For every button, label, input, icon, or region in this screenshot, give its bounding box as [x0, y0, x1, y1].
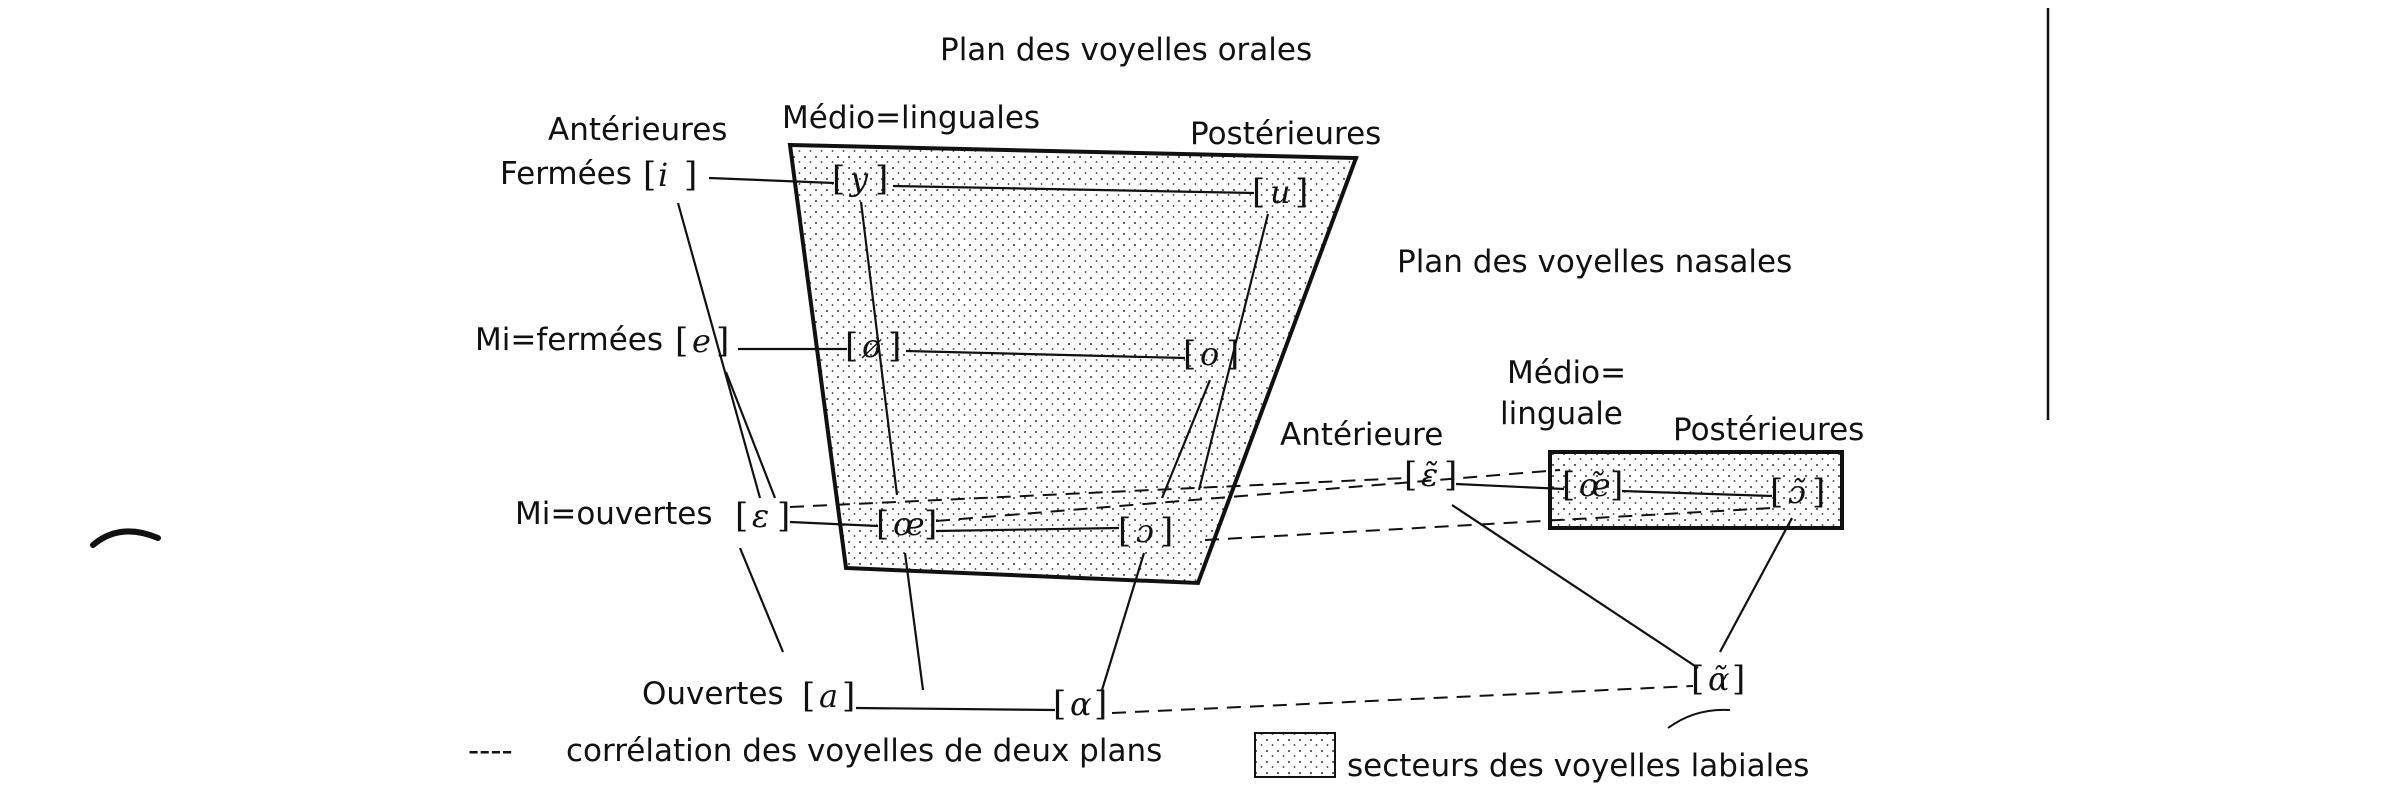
nasal-col-medio-line1: Médio= — [1507, 355, 1626, 391]
svg-text:ø: ø — [861, 327, 882, 365]
svg-text:]: ] — [777, 496, 790, 536]
row-midclosed: Mi=fermées — [475, 322, 663, 358]
svg-text:]: ] — [716, 321, 729, 361]
oral-solid-lines — [676, 176, 1270, 712]
svg-text:ε: ε — [752, 497, 769, 535]
svg-text:i: i — [658, 156, 668, 194]
vowel-a-nasal: [ ɑ̃ ] — [1691, 659, 1745, 699]
svg-text:[: [ — [1562, 465, 1575, 505]
vowel-oe-open: [ œ ] — [876, 504, 937, 544]
oral-col-posterior: Postérieures — [1190, 116, 1381, 152]
vowel-eps-nasal: [ ε̃ ] — [1404, 455, 1457, 495]
svg-text:a: a — [819, 677, 838, 715]
svg-text:]: ] — [1444, 455, 1457, 495]
title-oral: Plan des voyelles orales — [940, 32, 1312, 68]
vowel-open-o: [ ɔ ] — [1118, 511, 1173, 551]
nasal-col-anterior: Antérieure — [1280, 417, 1443, 453]
svg-text:[: [ — [643, 155, 656, 195]
oral-col-anterior: Antérieures — [548, 112, 727, 148]
vowel-eps: [ ε ] — [735, 496, 790, 536]
svg-text:]: ] — [1295, 172, 1308, 212]
svg-text:]: ] — [924, 504, 937, 544]
vowel-oe-nasal: [ œ̃ ] — [1562, 465, 1623, 505]
svg-text:[: [ — [735, 496, 748, 536]
nasal-labial-sector — [1548, 450, 1844, 530]
row-closed: Fermées — [500, 156, 632, 192]
svg-text:]: ] — [1732, 659, 1745, 699]
nasal-col-medio-line2: linguale — [1500, 396, 1623, 432]
svg-text:o: o — [1200, 335, 1219, 373]
vowel-u: [ u ] — [1252, 172, 1308, 212]
correlation-dashed-lines — [789, 469, 1773, 714]
vowel-i: [ i ] — [643, 155, 697, 195]
oral-col-medio: Médio=linguales — [782, 100, 1040, 136]
scan-mark-left — [90, 528, 161, 548]
svg-text:]: ] — [842, 676, 855, 716]
title-nasal: Plan des voyelles nasales — [1397, 244, 1792, 280]
svg-text:[: [ — [1183, 334, 1196, 374]
svg-text:]: ] — [1160, 511, 1173, 551]
svg-text:]: ] — [1610, 465, 1623, 505]
vowel-a-back: [ ɑ ] — [1053, 684, 1107, 724]
svg-text:[: [ — [1770, 472, 1783, 512]
svg-text:[: [ — [832, 159, 845, 199]
svg-text:u: u — [1270, 173, 1291, 211]
svg-text:]: ] — [684, 155, 697, 195]
row-open: Ouvertes — [642, 676, 784, 712]
legend-dash-symbol: ---- — [468, 733, 513, 769]
svg-text:]: ] — [1812, 472, 1825, 512]
svg-text:]: ] — [1094, 684, 1107, 724]
oral-labial-sector — [787, 142, 1359, 586]
svg-text:]: ] — [1226, 334, 1239, 374]
vowel-oe-closed: [ ø ] — [845, 326, 901, 366]
svg-text:]: ] — [888, 326, 901, 366]
svg-text:y: y — [848, 160, 869, 198]
svg-text:[: [ — [802, 676, 815, 716]
vowel-a-front: [ a ] — [802, 676, 855, 716]
svg-text:[: [ — [1118, 511, 1131, 551]
vowel-o-nasal: [ ɔ̃ ] — [1770, 472, 1825, 512]
svg-text:[: [ — [876, 504, 889, 544]
svg-text:ɔ̃: ɔ̃ — [1788, 473, 1806, 511]
svg-text:[: [ — [1404, 455, 1417, 495]
vowel-y: [ y ] — [832, 159, 888, 199]
row-midopen: Mi=ouvertes — [515, 496, 713, 532]
svg-text:e: e — [692, 322, 711, 360]
svg-text:ɑ: ɑ — [1070, 685, 1092, 723]
svg-text:ɑ̃: ɑ̃ — [1708, 660, 1730, 698]
legend-labial-text: secteurs des voyelles labiales — [1347, 748, 1809, 784]
svg-text:ɔ: ɔ — [1136, 512, 1154, 550]
vowel-e: [ e ] — [675, 321, 729, 361]
svg-text:ε̃: ε̃ — [1421, 456, 1438, 494]
svg-text:[: [ — [845, 326, 858, 366]
svg-text:[: [ — [1053, 684, 1066, 724]
vowel-o: [ o ] — [1183, 334, 1239, 374]
nasal-solid-lines — [1451, 482, 1793, 669]
svg-text:[: [ — [675, 321, 688, 361]
svg-text:[: [ — [1691, 659, 1704, 699]
legend-correlation-text: corrélation des voyelles de deux plans — [566, 733, 1162, 769]
svg-text:]: ] — [875, 159, 888, 199]
svg-text:œ̃: œ̃ — [1579, 466, 1611, 504]
scan-mark-oval — [1667, 708, 1731, 729]
svg-text:œ: œ — [893, 505, 925, 543]
nasal-col-posterior: Postérieures — [1673, 412, 1864, 448]
svg-text:[: [ — [1252, 172, 1265, 212]
legend-dotted-swatch — [1254, 732, 1336, 778]
